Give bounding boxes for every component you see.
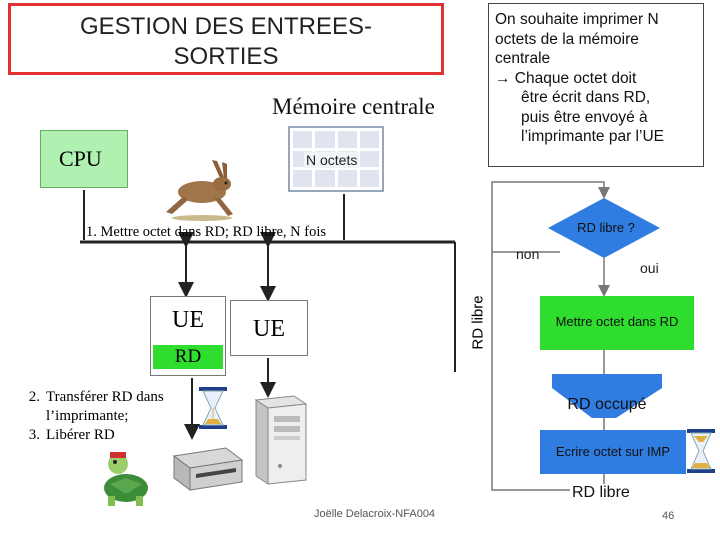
memory-cell <box>293 170 313 187</box>
memory-cells-label: N octets <box>304 152 360 168</box>
steps-list: 2. Transférer RD dans l’imprimante; 3. Lib… <box>12 388 164 445</box>
explanation-note: On souhaite imprimer N octets de la mémo… <box>488 3 704 167</box>
memory-cell <box>337 170 357 187</box>
yes-label: oui <box>640 260 659 276</box>
memory-cell <box>359 131 379 148</box>
note-line: puis être envoyé à <box>521 108 648 126</box>
memory-cells: N octets <box>288 126 384 192</box>
rd-occupe-label: RD occupé <box>567 396 647 413</box>
decision-label: RD libre ? <box>577 220 635 235</box>
memory-cell <box>315 131 335 148</box>
ue-label: UE <box>172 307 204 333</box>
action-box-label: Mettre octet dans RD <box>555 314 679 329</box>
rd-register: RD <box>153 345 223 369</box>
decision-diamond <box>548 198 660 258</box>
action-box-fill <box>540 296 694 350</box>
footer-author: Joëlle Delacroix-NFA004 <box>314 508 436 520</box>
cpu-box: CPU <box>40 130 128 188</box>
memory-label: Mémoire centrale <box>272 94 435 119</box>
computer-tower-illustration <box>254 395 308 485</box>
note-line: centrale <box>495 50 551 67</box>
slide-title: GESTION DES ENTREES- SORTIES <box>8 3 444 75</box>
rd-occupe-marker <box>552 374 662 418</box>
note-line: → Chaque octet doit <box>495 69 637 87</box>
step-2: 2. Transférer RD dans <box>12 388 164 407</box>
return-loop-line <box>491 252 605 491</box>
memory-cell <box>359 170 379 187</box>
turtle-illustration <box>104 452 148 506</box>
no-label: non <box>516 246 540 262</box>
step-text: Libérer RD <box>46 427 115 443</box>
note-line: être écrit dans RD, <box>521 89 651 106</box>
ue-with-register: UE RD <box>150 296 226 376</box>
step-3: 3. Libérer RD <box>12 426 164 445</box>
title-line-1: GESTION DES ENTREES- <box>79 13 373 40</box>
note-line: On souhaite imprimer N <box>495 11 659 28</box>
memory-cell <box>293 131 313 148</box>
step-text: Transférer RD dans <box>46 389 164 405</box>
memory-cell <box>315 170 335 187</box>
action2-box-fill <box>540 430 686 474</box>
hare-illustration <box>166 160 233 221</box>
ue-box: UE <box>230 300 308 356</box>
action2-box-label: Ecrire octet sur IMP <box>555 444 671 459</box>
hourglass-icon <box>687 429 715 473</box>
step-1-text: 1. Mettre octet dans RD; RD libre, N foi… <box>86 224 327 240</box>
title-line-2: SORTIES <box>173 43 279 70</box>
loop-back-arrow <box>491 181 610 253</box>
note-line: octets de la mémoire <box>495 30 639 48</box>
hourglass-icon <box>199 387 227 429</box>
step-number: 2. <box>28 389 40 405</box>
page-number: 46 <box>662 510 675 522</box>
step-2-cont: l’imprimante; <box>46 408 129 424</box>
rd-libre-state-label: RD libre <box>570 484 632 502</box>
note-line: l’imprimante par l’UE <box>521 128 664 145</box>
printer-illustration <box>172 447 244 491</box>
memory-cell <box>337 131 357 148</box>
step-number: 3. <box>28 427 40 443</box>
memory-cell <box>359 150 379 168</box>
